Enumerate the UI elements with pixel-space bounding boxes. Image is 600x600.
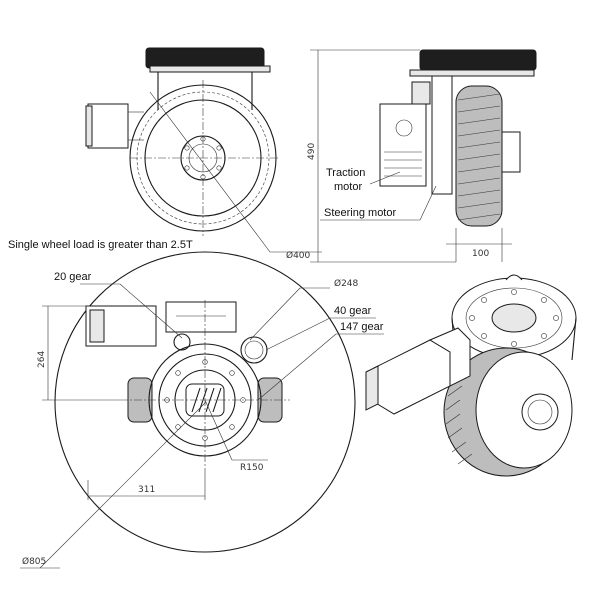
front-body bbox=[157, 72, 253, 110]
swing-circle bbox=[54, 251, 356, 553]
dim-264: 264 bbox=[37, 351, 47, 368]
iso-top-bore bbox=[491, 303, 537, 333]
side-frame bbox=[431, 75, 453, 195]
dim-r150: R150 bbox=[240, 463, 264, 473]
label-traction-2: motor bbox=[334, 181, 362, 193]
front-view bbox=[85, 47, 322, 253]
label-gear-147: 147 gear bbox=[340, 321, 384, 333]
side-top-plate-edge bbox=[409, 69, 535, 77]
iso-top-tab bbox=[505, 274, 523, 281]
front-top-plate-edge bbox=[149, 65, 271, 73]
label-traction-1: Traction bbox=[326, 167, 365, 179]
front-motor bbox=[87, 103, 129, 149]
side-view bbox=[310, 49, 537, 263]
iso-hub-cap bbox=[521, 393, 559, 431]
dim-311: 311 bbox=[138, 485, 155, 495]
dim-dia-805: Ø805 bbox=[22, 556, 46, 567]
dim-490: 490 bbox=[307, 143, 317, 160]
dim-dia-400: Ø400 bbox=[286, 250, 311, 261]
label-steering-motor: Steering motor bbox=[324, 207, 396, 219]
side-hub bbox=[501, 131, 521, 173]
iso-motor-gearbox bbox=[428, 327, 471, 387]
iso-motor bbox=[373, 339, 451, 415]
top-motor-face bbox=[89, 309, 105, 343]
iso-top-bolts bbox=[469, 289, 559, 347]
side-steering-motor bbox=[411, 81, 431, 105]
label-gear-20: 20 gear bbox=[54, 271, 92, 283]
side-traction-motor bbox=[379, 103, 427, 187]
label-gear-40: 40 gear bbox=[334, 305, 372, 317]
front-motor-face bbox=[85, 105, 93, 147]
load-note: Single wheel load is greater than 2.5T bbox=[8, 239, 193, 251]
gear-40 bbox=[240, 336, 268, 364]
top-view bbox=[20, 251, 384, 569]
iso-view bbox=[365, 274, 577, 477]
side-top-plate bbox=[419, 49, 537, 71]
side-wheel-tread bbox=[457, 93, 501, 221]
dim-dia-248: Ø248 bbox=[334, 278, 359, 289]
front-top-plate bbox=[145, 47, 265, 69]
top-gearbox bbox=[165, 301, 237, 333]
gear-20 bbox=[173, 333, 191, 351]
dim-100: 100 bbox=[472, 249, 489, 259]
